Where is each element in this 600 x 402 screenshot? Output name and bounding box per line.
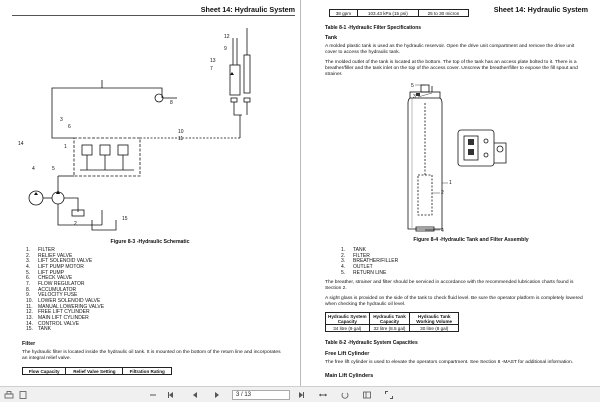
list-item: 5.LIFT PUMP (26, 269, 65, 276)
tank (91, 220, 117, 231)
fit-width-icon[interactable] (318, 390, 328, 400)
callout-13: 13 (210, 58, 216, 64)
sheet-title-right: Sheet 14: Hydraulic System (493, 5, 588, 14)
list-item: 3.BREATHER/FILLER (341, 258, 399, 265)
tank-paragraph-2: The molded outlet of the tank is located… (325, 60, 578, 77)
tank-filter-assembly-figure: 5 3 1 2 4 (407, 83, 507, 234)
table-cell: 32 litre (8.5 gal) (368, 324, 411, 332)
list-item: 15.TANK (26, 326, 51, 333)
sheet-title-left: Sheet 14: Hydraulic System (200, 5, 295, 14)
filter-spec-values-row: 38 gpm 103.43 kPa (15 psi) 25 to 30 micr… (329, 9, 470, 17)
list-item: 14.CONTROL VALVE (26, 320, 80, 327)
breather-filler (420, 84, 430, 93)
callout-8: 8 (170, 100, 173, 106)
list-item: 7.FLOW REGULATOR (26, 280, 85, 287)
table-header: Hydraulic System Capacity (325, 312, 370, 325)
callout-12: 12 (224, 34, 230, 40)
callout-2: 2 (441, 190, 444, 196)
callout-10: 10 (178, 129, 184, 135)
last-page-icon[interactable] (296, 390, 306, 400)
list-item: 13.MAIN LIFT CYLINDER (26, 314, 89, 321)
table-cell: 30 litre (8 gal) (409, 324, 459, 332)
table-header: Hydraulic Tank Capacity (368, 312, 411, 325)
filter (417, 174, 433, 216)
relief-valve (71, 209, 85, 217)
table-cell: 25 to 30 micron (417, 9, 470, 17)
header-rule (12, 15, 295, 16)
filter-paragraph: The hydraulic filter is located inside t… (22, 350, 281, 361)
table-8-1-caption: Table 8-1 -Hydraulic Filter Specificatio… (325, 25, 422, 31)
table-cell: 103.43 kPa (15 psi) (356, 9, 419, 17)
free-lift-heading: Free Lift Cylinder (325, 351, 370, 357)
list-item: 5.RETURN LINE (341, 269, 387, 276)
system-capacity-table: Hydraulic System Capacity Hydraulic Tank… (325, 312, 459, 332)
callout-11: 11 (178, 136, 183, 142)
table-header: Flow Capacity (21, 367, 67, 375)
control-valve (73, 137, 141, 177)
figure-caption-8-4: Figure 8-4 -Hydraulic Tank and Filter As… (413, 237, 529, 243)
callout-7: 7 (210, 66, 213, 72)
table-cell: 38 gpm (329, 9, 358, 17)
free-lift-cylinder (243, 54, 251, 94)
schematic-legend: 1.FILTER 2.RELIEF VALVE 3.LIFT SOLENOID … (26, 247, 105, 333)
page-divider (300, 0, 301, 386)
callout-14: 14 (18, 141, 24, 147)
callout-5: 5 (411, 83, 414, 89)
right-page: 38 gpm 103.43 kPa (15 psi) 25 to 30 micr… (301, 0, 600, 386)
list-item: 12.FREE LIFT CYLINDER (26, 309, 90, 316)
filter-heading: Filter (22, 341, 36, 347)
list-item: 11.MANUAL LOWERING VALVE (26, 303, 105, 310)
filter-spec-table: Flow Capacity Relief Valve Setting Filtr… (21, 367, 172, 375)
viewer-toolbar: 3 / 13 (0, 386, 600, 402)
tank-paragraph-1: A molded plastic tank is used as the hyd… (325, 44, 575, 55)
table-header: Relief Valve Setting (65, 367, 124, 375)
table-header: Hydraulic Tank Working Volume (409, 312, 459, 325)
callout-4: 4 (32, 166, 35, 172)
sidebar-icon[interactable] (362, 390, 372, 400)
list-item: 6.CHECK VALVE (26, 275, 73, 282)
sight-glass-paragraph: A sight glass is provided on the side of… (325, 296, 583, 307)
callout-4: 4 (441, 228, 444, 234)
list-item: 10.LOWER SOLENOID VALVE (26, 297, 101, 304)
callout-1: 1 (64, 144, 67, 150)
fullscreen-icon[interactable] (384, 390, 394, 400)
previous-page-icon[interactable] (190, 390, 200, 400)
tank-heading: Tank (325, 35, 338, 41)
list-item: 4.OUTLET (341, 263, 373, 270)
callout-1: 1 (449, 180, 452, 186)
callout-3: 3 (413, 94, 416, 100)
callout-15: 15 (122, 216, 128, 222)
table-cell: 34 litre (9 gal) (325, 324, 370, 332)
free-lift-paragraph: The free lift cylinder is used to elevat… (325, 360, 574, 365)
list-item: 1.FILTER (26, 247, 55, 253)
table-header: Filtration Rating (122, 367, 172, 375)
main-lift-cylinder (229, 64, 241, 96)
list-item: 8.ACCUMULATOR (26, 286, 77, 293)
tank-legend: 1.TANK 2.FILTER 3.BREATHER/FILLER 4.OUTL… (341, 247, 399, 276)
callout-6: 6 (68, 124, 71, 130)
main-lift-heading: Main Lift Cylinders (325, 373, 374, 379)
rotate-icon[interactable] (340, 390, 350, 400)
next-page-icon[interactable] (212, 390, 222, 400)
hydraulic-schematic: 12 9 13 7 8 3 6 10 11 14 1 4 5 15 2 (18, 28, 251, 231)
list-item: 3.LIFT SOLENOID VALVE (26, 258, 93, 265)
list-item: 4.LIFT PUMP MOTOR (26, 263, 84, 270)
first-page-icon[interactable] (166, 390, 176, 400)
callout-9: 9 (224, 46, 227, 52)
list-item: 2.RELIEF VALVE (26, 252, 73, 259)
service-paragraph: The breather, strainer and filter should… (325, 280, 574, 291)
fit-page-icon[interactable] (18, 390, 28, 400)
print-icon[interactable] (4, 390, 14, 400)
callout-2: 2 (74, 221, 77, 227)
page-number-input[interactable]: 3 / 13 (232, 390, 290, 400)
list-item: 2.FILTER (341, 252, 370, 259)
callout-5: 5 (52, 166, 55, 172)
table-8-2-caption: Table 8-2 -Hydraulic System Capacities (325, 340, 418, 346)
figure-caption-8-3: Figure 8-3 -Hydraulic Schematic (110, 239, 190, 245)
list-item: 1.TANK (341, 247, 366, 253)
left-page: Sheet 14: Hydraulic System (0, 0, 300, 386)
callout-3: 3 (60, 117, 63, 123)
list-item: 9.VELOCITY FUSE (26, 292, 78, 299)
zoom-out-icon[interactable] (148, 390, 158, 400)
